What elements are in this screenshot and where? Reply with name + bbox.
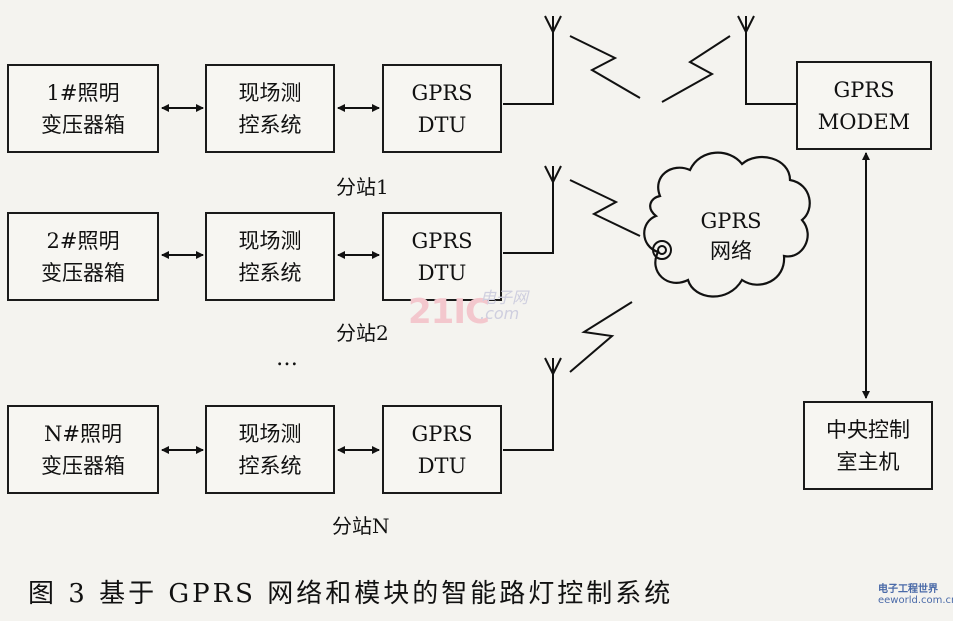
watermark-21ic-sub: 电子网 .com xyxy=(480,290,528,322)
antenna-s2 xyxy=(503,180,554,254)
watermark-eeworld-1: 电子工程世界 xyxy=(878,584,938,595)
dtu-box-2: GPRS DTU xyxy=(382,212,502,301)
dtu-2-line2: DTU xyxy=(417,260,467,285)
control-n-line1: 现场测 xyxy=(238,421,302,446)
transformer-1-line2: 变压器箱 xyxy=(41,112,125,137)
link-s1 xyxy=(569,35,641,99)
link-modem xyxy=(661,35,731,103)
transformer-box-1: 1#照明 变压器箱 xyxy=(7,64,159,153)
control-n-line2: 控系统 xyxy=(238,453,302,478)
station-label-n: 分站N xyxy=(332,514,390,538)
link-s2 xyxy=(569,179,641,237)
watermark-21ic-sub-2: .com xyxy=(480,304,520,323)
watermark-eeworld: 电子工程世界 eeworld.com.cn xyxy=(878,584,953,606)
ellipsis: … xyxy=(276,346,298,371)
network-line1: GPRS xyxy=(700,209,762,233)
modem-line1: GPRS xyxy=(833,77,895,102)
modem-line2: MODEM xyxy=(817,109,911,134)
transformer-2-line1: 2#照明 xyxy=(46,228,120,253)
station-label-2: 分站2 xyxy=(336,321,389,345)
control-2-line1: 现场测 xyxy=(238,228,302,253)
transformer-n-line2: 变压器箱 xyxy=(41,453,125,478)
dtu-1-line1: GPRS xyxy=(411,80,473,105)
modem-box: GPRS MODEM xyxy=(796,61,932,150)
control-box-1: 现场测 控系统 xyxy=(205,64,335,153)
dtu-n-line2: DTU xyxy=(417,453,467,478)
antenna-modem xyxy=(745,30,796,105)
dtu-1-line2: DTU xyxy=(417,112,467,137)
control-1-line1: 现场测 xyxy=(238,80,302,105)
transformer-box-2: 2#照明 变压器箱 xyxy=(7,212,159,301)
antenna-sn xyxy=(503,372,554,451)
dtu-box-1: GPRS DTU xyxy=(382,64,502,153)
control-box-2: 现场测 控系统 xyxy=(205,212,335,301)
central-line2: 室主机 xyxy=(836,449,900,474)
transformer-n-line1: N#照明 xyxy=(44,421,122,446)
central-box: 中央控制 室主机 xyxy=(803,401,933,490)
watermark-21ic: 21IC xyxy=(408,292,490,332)
watermark-eeworld-2: eeworld.com.cn xyxy=(878,595,953,606)
dtu-n-line1: GPRS xyxy=(411,421,473,446)
transformer-2-line2: 变压器箱 xyxy=(41,260,125,285)
transformer-1-line1: 1#照明 xyxy=(46,80,120,105)
link-sn xyxy=(569,301,633,373)
network-label: GPRS 网络 xyxy=(691,206,771,266)
watermark-21ic-sub-1: 电子网 xyxy=(480,288,529,307)
control-box-n: 现场测 控系统 xyxy=(205,405,335,494)
network-line2: 网络 xyxy=(710,239,752,263)
control-2-line2: 控系统 xyxy=(238,260,302,285)
central-line1: 中央控制 xyxy=(826,417,910,442)
dtu-2-line1: GPRS xyxy=(411,228,473,253)
dtu-box-n: GPRS DTU xyxy=(382,405,502,494)
control-1-line2: 控系统 xyxy=(238,112,302,137)
dish-icon xyxy=(652,240,672,260)
station-label-1: 分站1 xyxy=(336,175,389,199)
transformer-box-n: N#照明 变压器箱 xyxy=(7,405,159,494)
figure-caption: 图 3 基于 GPRS 网络和模块的智能路灯控制系统 xyxy=(28,579,674,609)
antenna-s1 xyxy=(503,30,554,105)
